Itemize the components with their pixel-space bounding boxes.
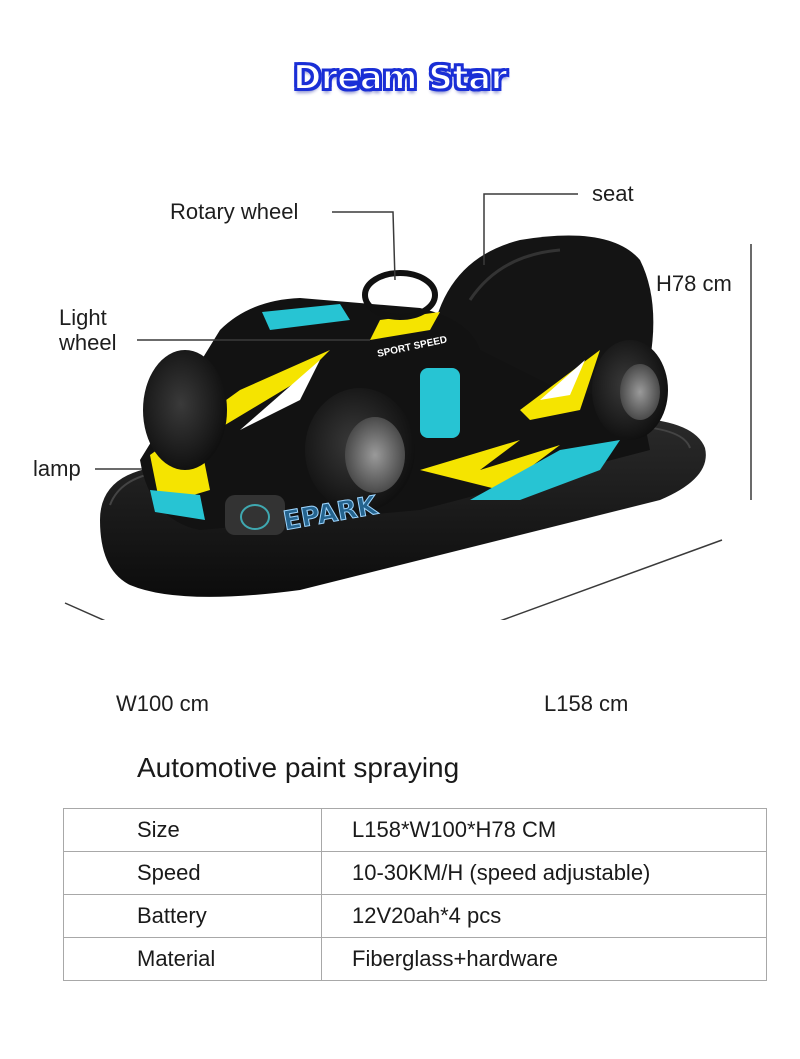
table-row: Material Fiberglass+hardware: [63, 937, 767, 981]
dimension-length: L158 cm: [544, 691, 629, 716]
spec-value: L158*W100*H78 CM: [321, 808, 767, 852]
callout-seat: seat: [592, 181, 634, 206]
dimension-height: H78 cm: [656, 271, 732, 296]
spec-value: Fiberglass+hardware: [321, 937, 767, 981]
table-row: Speed 10-30KM/H (speed adjustable): [63, 851, 767, 895]
table-row: Battery 12V20ah*4 pcs: [63, 894, 767, 938]
page-title: Dream Star: [292, 57, 508, 99]
callout-light-wheel-line2: wheel: [59, 330, 117, 355]
specs-table: Size L158*W100*H78 CM Speed 10-30KM/H (s…: [63, 808, 767, 981]
seat-leader-line: [483, 193, 578, 265]
spec-value: 10-30KM/H (speed adjustable): [321, 851, 767, 895]
dimension-width: W100 cm: [116, 691, 209, 716]
length-dimension-line: [500, 539, 723, 620]
rotary-wheel-leader-line: [332, 211, 396, 281]
callout-light-wheel-line1: Light: [59, 305, 107, 330]
bumper-car-illustration: SPORT SPEED EPARK: [64, 193, 752, 620]
callout-rotary-wheel: Rotary wheel: [170, 199, 299, 224]
table-row: Size L158*W100*H78 CM: [63, 808, 767, 852]
specs-heading: Automotive paint spraying: [137, 752, 460, 783]
spec-key: Material: [63, 937, 322, 981]
spec-key: Speed: [63, 851, 322, 895]
spec-value: 12V20ah*4 pcs: [321, 894, 767, 938]
spec-key: Battery: [63, 894, 322, 938]
spec-key: Size: [63, 808, 322, 852]
callout-lamp: lamp: [33, 456, 81, 481]
width-dimension-line: [64, 602, 106, 620]
